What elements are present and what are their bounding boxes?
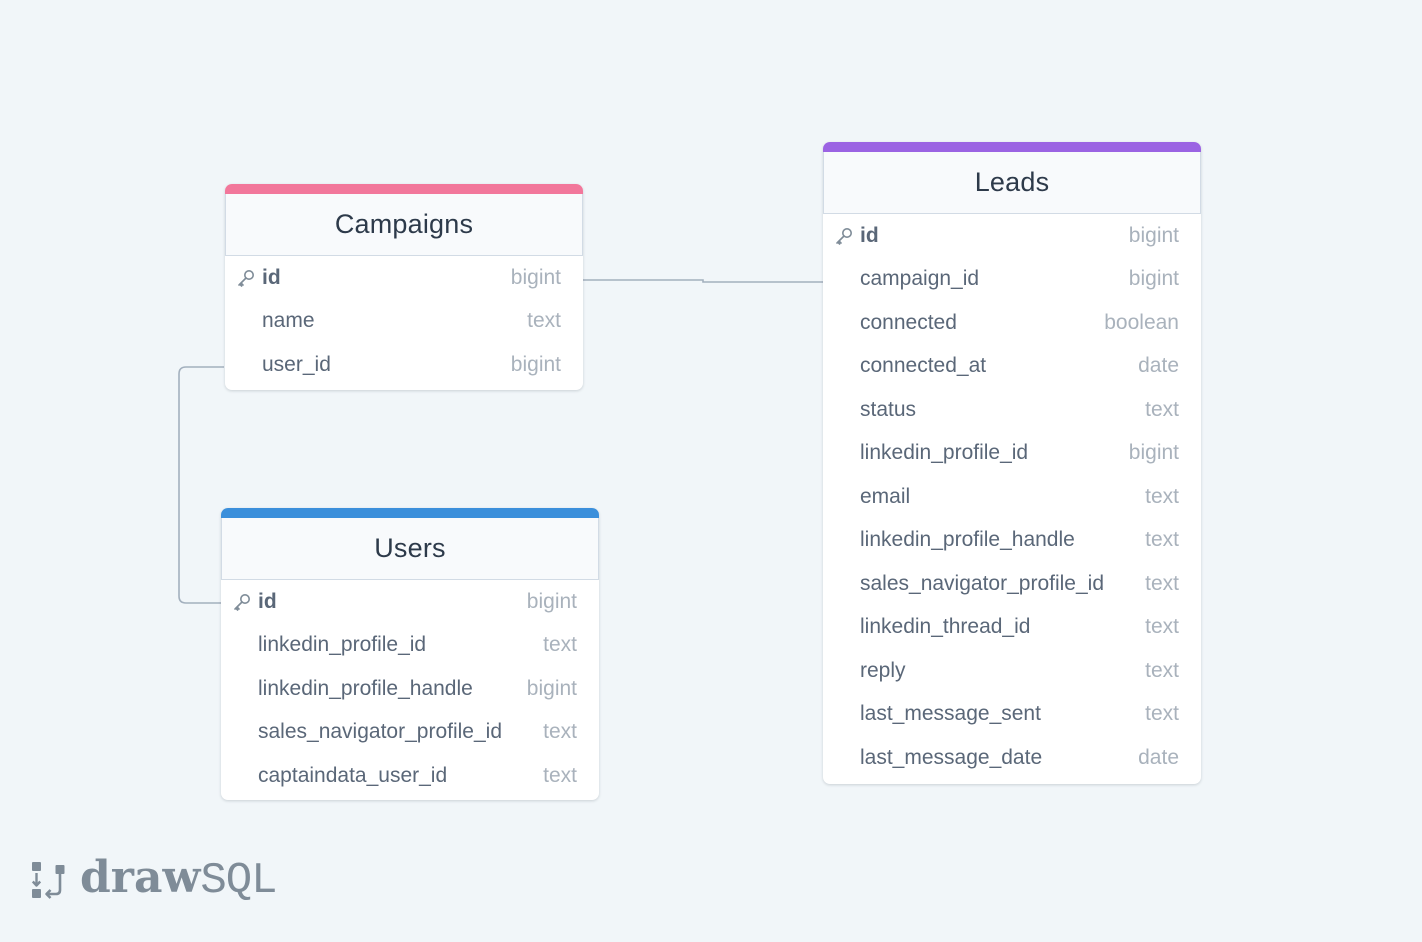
logo-text-sql: SQL bbox=[200, 856, 277, 906]
column-name: captaindata_user_id bbox=[258, 763, 448, 787]
column-row[interactable]: linkedin_profile_handle bigint bbox=[221, 667, 599, 711]
column-list: id bigint name text user_id bigint bbox=[225, 256, 583, 387]
column-name: last_message_sent bbox=[860, 702, 1041, 726]
column-name: linkedin_profile_id bbox=[258, 633, 427, 657]
table-title[interactable]: Campaigns bbox=[225, 194, 583, 256]
column-type: text bbox=[1145, 397, 1179, 421]
column-type: text bbox=[1145, 658, 1179, 682]
column-row[interactable]: campaign_id bigint bbox=[823, 258, 1201, 302]
column-name: id bbox=[262, 265, 281, 289]
column-type: bigint bbox=[1128, 267, 1179, 291]
column-row[interactable]: connected_at date bbox=[823, 345, 1201, 389]
column-name: last_message_date bbox=[860, 745, 1043, 769]
column-list: id bigint campaign_id bigint connected b… bbox=[823, 214, 1201, 780]
column-name: connected_at bbox=[860, 354, 987, 378]
primary-key-icon bbox=[836, 227, 852, 245]
column-name: campaign_id bbox=[860, 267, 980, 291]
column-type: bigint bbox=[510, 265, 561, 289]
column-name: name bbox=[262, 309, 315, 333]
column-type: bigint bbox=[526, 676, 577, 700]
relation-campaigns-users[interactable] bbox=[178, 366, 224, 604]
drawsql-logo-text: drawSQL bbox=[80, 852, 278, 907]
column-row[interactable]: id bigint bbox=[225, 256, 583, 300]
column-type: text bbox=[543, 763, 577, 787]
table-accent-bar bbox=[221, 508, 599, 518]
column-row[interactable]: last_message_sent text bbox=[823, 693, 1201, 737]
column-type: bigint bbox=[526, 589, 577, 613]
table-accent-bar bbox=[225, 184, 583, 194]
column-type: text bbox=[1145, 615, 1179, 639]
column-row[interactable]: linkedin_profile_id bigint bbox=[823, 432, 1201, 476]
column-type: text bbox=[1145, 528, 1179, 552]
column-row[interactable]: connected boolean bbox=[823, 301, 1201, 345]
column-list: id bigint linkedin_profile_id text linke… bbox=[221, 580, 599, 798]
column-name: connected bbox=[860, 310, 957, 334]
column-row[interactable]: sales_navigator_profile_id text bbox=[823, 562, 1201, 606]
table-users[interactable]: Users id bigint linkedin_profile_id text… bbox=[221, 508, 599, 800]
column-name: sales_navigator_profile_id bbox=[258, 720, 502, 744]
column-name: user_id bbox=[262, 352, 331, 376]
column-row[interactable]: id bigint bbox=[823, 214, 1201, 258]
column-row[interactable]: email text bbox=[823, 475, 1201, 519]
relation-campaigns-leads[interactable] bbox=[583, 279, 823, 283]
column-name: linkedin_profile_id bbox=[860, 441, 1029, 465]
drawsql-logo-icon bbox=[31, 861, 65, 899]
column-type: boolean bbox=[1104, 310, 1179, 334]
column-type: text bbox=[543, 633, 577, 657]
table-campaigns[interactable]: Campaigns id bigint name text user_id bi… bbox=[225, 184, 583, 390]
table-leads[interactable]: Leads id bigint campaign_id bigint conne… bbox=[823, 142, 1201, 784]
column-row[interactable]: status text bbox=[823, 388, 1201, 432]
column-name: linkedin_profile_handle bbox=[860, 528, 1075, 552]
column-name: linkedin_thread_id bbox=[860, 615, 1031, 639]
column-name: reply bbox=[860, 658, 906, 682]
column-row[interactable]: sales_navigator_profile_id text bbox=[221, 711, 599, 755]
column-type: bigint bbox=[1128, 223, 1179, 247]
column-row[interactable]: id bigint bbox=[221, 580, 599, 624]
column-row[interactable]: last_message_date date bbox=[823, 736, 1201, 780]
column-row[interactable]: linkedin_profile_handle text bbox=[823, 519, 1201, 563]
column-row[interactable]: captaindata_user_id text bbox=[221, 754, 599, 798]
column-type: text bbox=[1145, 571, 1179, 595]
table-title[interactable]: Leads bbox=[823, 152, 1201, 214]
column-type: text bbox=[543, 720, 577, 744]
drawsql-logo[interactable]: drawSQL bbox=[30, 852, 278, 907]
column-row[interactable]: name text bbox=[225, 300, 583, 344]
table-accent-bar bbox=[823, 142, 1201, 152]
column-type: date bbox=[1138, 354, 1179, 378]
column-name: id bbox=[860, 223, 879, 247]
primary-key-icon bbox=[238, 269, 254, 287]
column-type: text bbox=[527, 309, 561, 333]
column-name: id bbox=[258, 589, 277, 613]
column-row[interactable]: reply text bbox=[823, 649, 1201, 693]
column-row[interactable]: linkedin_profile_id text bbox=[221, 624, 599, 668]
column-row[interactable]: linkedin_thread_id text bbox=[823, 606, 1201, 650]
column-name: linkedin_profile_handle bbox=[258, 676, 473, 700]
column-name: email bbox=[860, 484, 911, 508]
primary-key-icon bbox=[234, 593, 250, 611]
column-type: bigint bbox=[510, 352, 561, 376]
column-name: status bbox=[860, 397, 917, 421]
column-type: bigint bbox=[1128, 441, 1179, 465]
column-type: text bbox=[1145, 702, 1179, 726]
column-type: date bbox=[1138, 745, 1179, 769]
column-name: sales_navigator_profile_id bbox=[860, 571, 1104, 595]
column-type: text bbox=[1145, 484, 1179, 508]
logo-text-draw: draw bbox=[80, 852, 201, 903]
column-row[interactable]: user_id bigint bbox=[225, 343, 583, 387]
table-title[interactable]: Users bbox=[221, 518, 599, 580]
